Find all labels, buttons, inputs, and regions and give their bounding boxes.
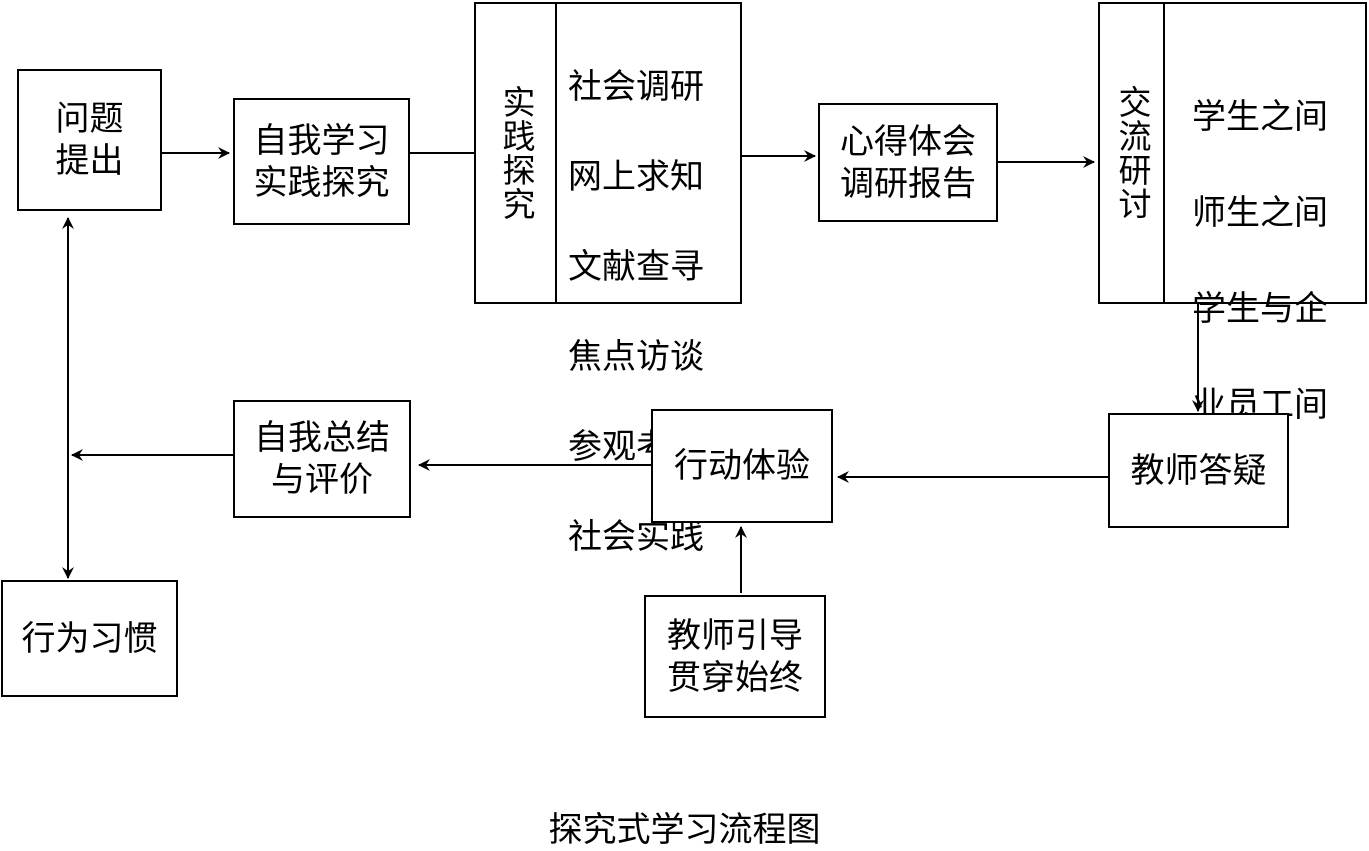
practice-side-label: 实践探究 [497,85,536,221]
exchange-divider [1163,4,1165,302]
practice-item: 文献查寻 [568,247,704,287]
summary-label: 自我总结 与评价 [254,418,390,500]
habit-label: 行为习惯 [21,618,158,659]
practice-item: 网上求知 [568,157,704,197]
habit-box: 行为习惯 [1,580,178,697]
exchange-side-label: 交流研讨 [1113,85,1152,221]
self-study-box: 自我学习 实践探究 [233,98,410,225]
problem-label: 问题 提出 [55,99,124,181]
diagram-caption: 探究式学习流程图 [548,810,821,850]
action-label: 行动体验 [674,446,810,486]
exchange-item: 学生之间 [1192,97,1328,137]
exchange-box: 交流研讨 学生之间 师生之间 学生与企 业员工间 [1098,2,1367,425]
practice-item: 焦点访谈 [568,337,704,377]
teacher-answer-label: 教师答疑 [1130,450,1267,491]
practice-divider [555,4,557,302]
exchange-item: 学生与企 [1192,289,1328,329]
problem-box: 问题 提出 [17,69,162,211]
summary-box: 自我总结 与评价 [233,400,411,518]
guide-box: 教师引导 贯穿始终 [644,595,826,718]
report-label: 心得体会 调研报告 [840,121,976,204]
action-box: 行动体验 [651,409,833,523]
exchange-item: 师生之间 [1192,193,1328,233]
teacher-answer-box: 教师答疑 [1108,413,1289,528]
practice-item: 社会实践 [568,517,704,557]
practice-box: 实践探究 社会调研 网上求知 文献查寻 焦点访谈 参观考察 社会实践 [474,2,742,557]
guide-label: 教师引导 贯穿始终 [667,615,803,698]
report-box: 心得体会 调研报告 [818,103,998,222]
self-study-label: 自我学习 实践探究 [253,120,390,203]
practice-item: 社会调研 [568,67,704,107]
